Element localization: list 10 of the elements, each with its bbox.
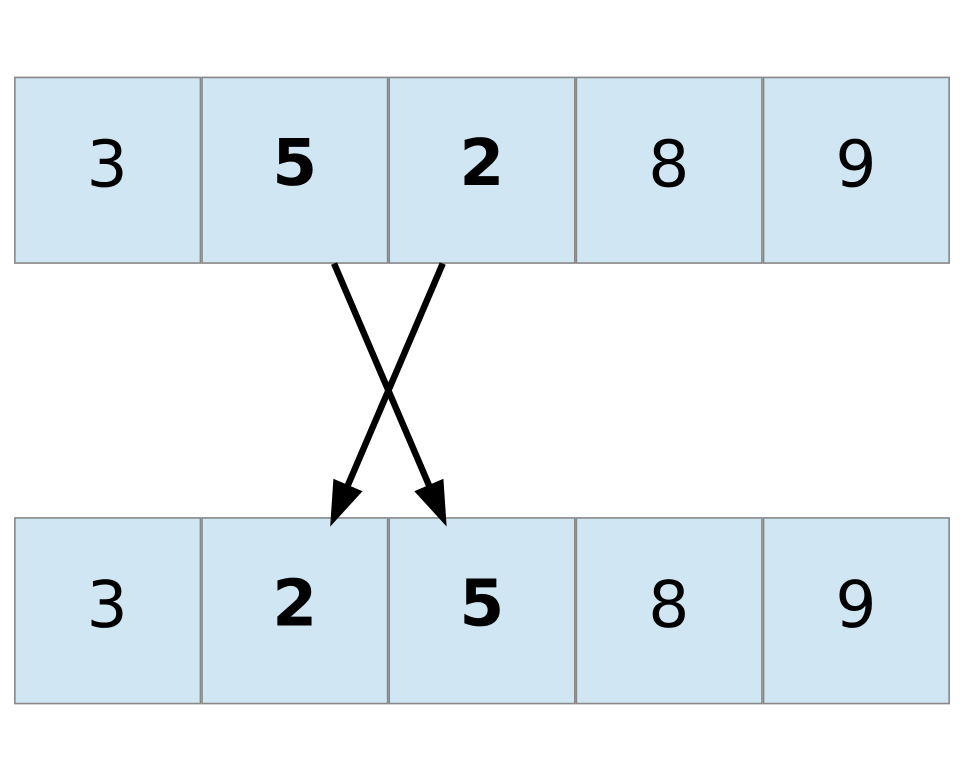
node-box: 8 — [576, 76, 763, 264]
node-box: 2 — [388, 76, 576, 264]
node-box: 5 — [201, 76, 388, 264]
node-box: 8 — [576, 517, 763, 704]
node-box: 5 — [388, 517, 576, 704]
node-box: 9 — [762, 517, 950, 704]
node-box: 3 — [14, 76, 202, 264]
node-box: 9 — [762, 76, 950, 264]
node-box: 3 — [14, 517, 202, 704]
node-box: 2 — [201, 517, 388, 704]
